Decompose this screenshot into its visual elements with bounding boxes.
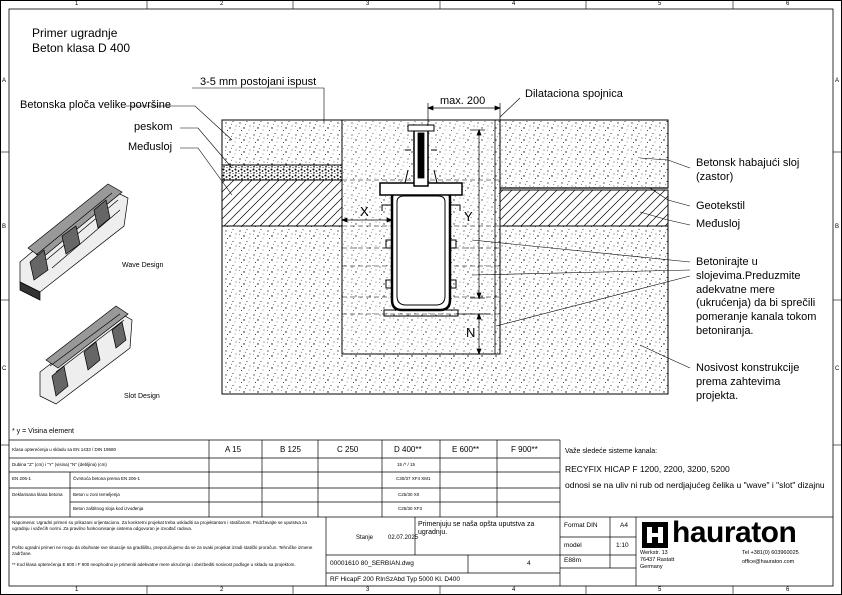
- callout-dilataciona: Dilataciona spojnica: [525, 88, 623, 100]
- callout-habajuci: Betonsk habajući sloj (zastor): [696, 157, 800, 183]
- callout-betonska-ploca: Betonska ploča velike površine: [20, 99, 172, 111]
- callout-ispust: 3-5 mm postojani ispust: [200, 76, 317, 88]
- table-row1-label: Klasa opterećenja u skladu sa EN 1433 / …: [12, 447, 117, 452]
- table-row2-label: Dubina "Z" (cm) i "Y" (visina) "N" (debl…: [12, 462, 107, 467]
- class-e600: E 600**: [452, 445, 480, 454]
- contact-email: office@hauraton.com: [742, 559, 795, 565]
- col-number: 3: [366, 1, 370, 7]
- dim-n: N: [466, 325, 476, 340]
- table-row3c-d: C25/30 XF3: [398, 506, 423, 511]
- row-letter: A: [2, 78, 7, 84]
- row-letter: C: [835, 366, 840, 372]
- class-f900: F 900**: [511, 445, 538, 454]
- callout-nosivost: Nosivost konstrukcije prema zahtevima pr…: [696, 362, 800, 402]
- slot-caption: Slot Design: [124, 393, 160, 400]
- hauraton-logo-text: hauraton: [672, 516, 797, 549]
- callout-medusloj-left: Međusloj: [128, 141, 173, 153]
- row-letter: A: [835, 78, 840, 84]
- class-b125: B 125: [280, 445, 301, 454]
- model-label: model: [564, 542, 582, 549]
- callout-peskom: peskom: [134, 121, 173, 133]
- right-wear-layer: [499, 119, 669, 189]
- leader-lines: [126, 87, 691, 369]
- callout-medusloj-right: Međusloj: [696, 218, 741, 230]
- col-number: 1: [75, 1, 79, 7]
- title-line-2: Beton klasa D 400: [32, 41, 131, 55]
- dim-y: Y: [464, 209, 473, 224]
- product-slot-image: [39, 305, 133, 405]
- hauraton-logo-icon: [642, 522, 668, 548]
- stanje-date: 02.07.2025: [388, 535, 419, 541]
- col-number: 5: [658, 1, 662, 7]
- col-number: 5: [658, 587, 662, 593]
- notes-text-3: ** Kod klasa opterećenja E 600 i F 900 n…: [12, 562, 296, 567]
- table-row3a-sub: Beton u zoni temeljenja: [73, 492, 120, 497]
- callout-geotekstil: Geotekstil: [696, 200, 745, 212]
- row-letter: C: [2, 366, 7, 372]
- table-row3b-sub: Beton zaštitnog sloja kod izvođenja: [73, 506, 144, 511]
- footnote: * y = Visina element: [12, 428, 74, 435]
- col-number: 1: [75, 587, 79, 593]
- left-slab: [221, 119, 343, 166]
- class-d400: D 400**: [394, 445, 422, 454]
- address-country: Germany: [640, 564, 663, 570]
- stanje-label: Stanje: [356, 535, 374, 541]
- notes-text-2: Pošto ugradni primeri ne mogu da obuhvat…: [12, 545, 313, 556]
- table-row3a-label: Čvrstoća betona prema EN 206-1: [73, 476, 141, 481]
- dim-x: X: [360, 204, 369, 219]
- col-number: 6: [786, 587, 790, 593]
- table-grid: [9, 439, 833, 586]
- validity-products: RECYFIX HICAP F 1200, 2200, 3200, 5200: [565, 464, 730, 474]
- channel-fins: [381, 204, 461, 317]
- dim-lines: [341, 103, 501, 355]
- col-number: 4: [512, 1, 516, 7]
- table-side-b: Deklarisana klasa betona: [12, 492, 63, 497]
- wave-caption: Wave Design: [122, 262, 164, 269]
- col-number: 2: [220, 587, 224, 593]
- address-street: Werkstr. 13: [640, 550, 668, 556]
- callout-betonirajte: Betonirajte u slojevima.Preduzmite adekv…: [696, 256, 817, 337]
- inner-border: [8, 8, 834, 587]
- left-base-layer: [221, 179, 343, 227]
- channel-inner: [396, 195, 446, 306]
- format-value: A4: [620, 522, 628, 529]
- col-number: 2: [220, 1, 224, 7]
- class-a15: A 15: [225, 445, 242, 454]
- table-row2-d: 15 /* / 15: [397, 462, 416, 467]
- validity-heading: Važe sledeće sisteme kanala:: [565, 448, 658, 455]
- callout-max200: max. 200: [440, 95, 486, 107]
- row-letter: B: [2, 224, 7, 230]
- filename: 00001610 80_SERBIAN.dwg: [330, 560, 414, 567]
- table-row3a-d: C30/37 XF4 XM1: [396, 476, 431, 481]
- class-c250: C 250: [337, 445, 359, 454]
- right-base-layer: [499, 189, 669, 227]
- notes-text: Napomena: Ugradni primeri su prikazani o…: [12, 520, 307, 531]
- sheet-number: 4: [527, 560, 531, 567]
- contact-tel: Tel +381(0) 603960025: [742, 550, 799, 556]
- title-line-1: Primer ugradnje: [32, 26, 118, 40]
- left-sand-layer: [221, 164, 343, 181]
- validity-note: odnosi se na uliv ni rub od nerdjajućeg …: [565, 480, 825, 490]
- drawing-title: RF HicapF 200 RInSzAbd Typ 5000 Kl. D400: [330, 576, 460, 583]
- col-number: 6: [786, 1, 790, 7]
- row-letter: B: [835, 224, 840, 230]
- scale-value: 1:10: [616, 542, 629, 549]
- table-row3b-d: C25/30 X0: [398, 492, 420, 497]
- address-city: 76437 Rastatt: [640, 557, 675, 563]
- channel-grating: [379, 124, 463, 196]
- sheet-code: E88m: [564, 557, 581, 564]
- primenjuju-text: Primenjuju se naša opšta uputstva za ugr…: [418, 521, 535, 537]
- product-wave-image: [19, 183, 129, 301]
- table-side-a: EN 206-1: [12, 476, 32, 481]
- col-number: 4: [512, 587, 516, 593]
- format-label: Format DIN: [564, 522, 598, 529]
- col-number: 3: [366, 587, 370, 593]
